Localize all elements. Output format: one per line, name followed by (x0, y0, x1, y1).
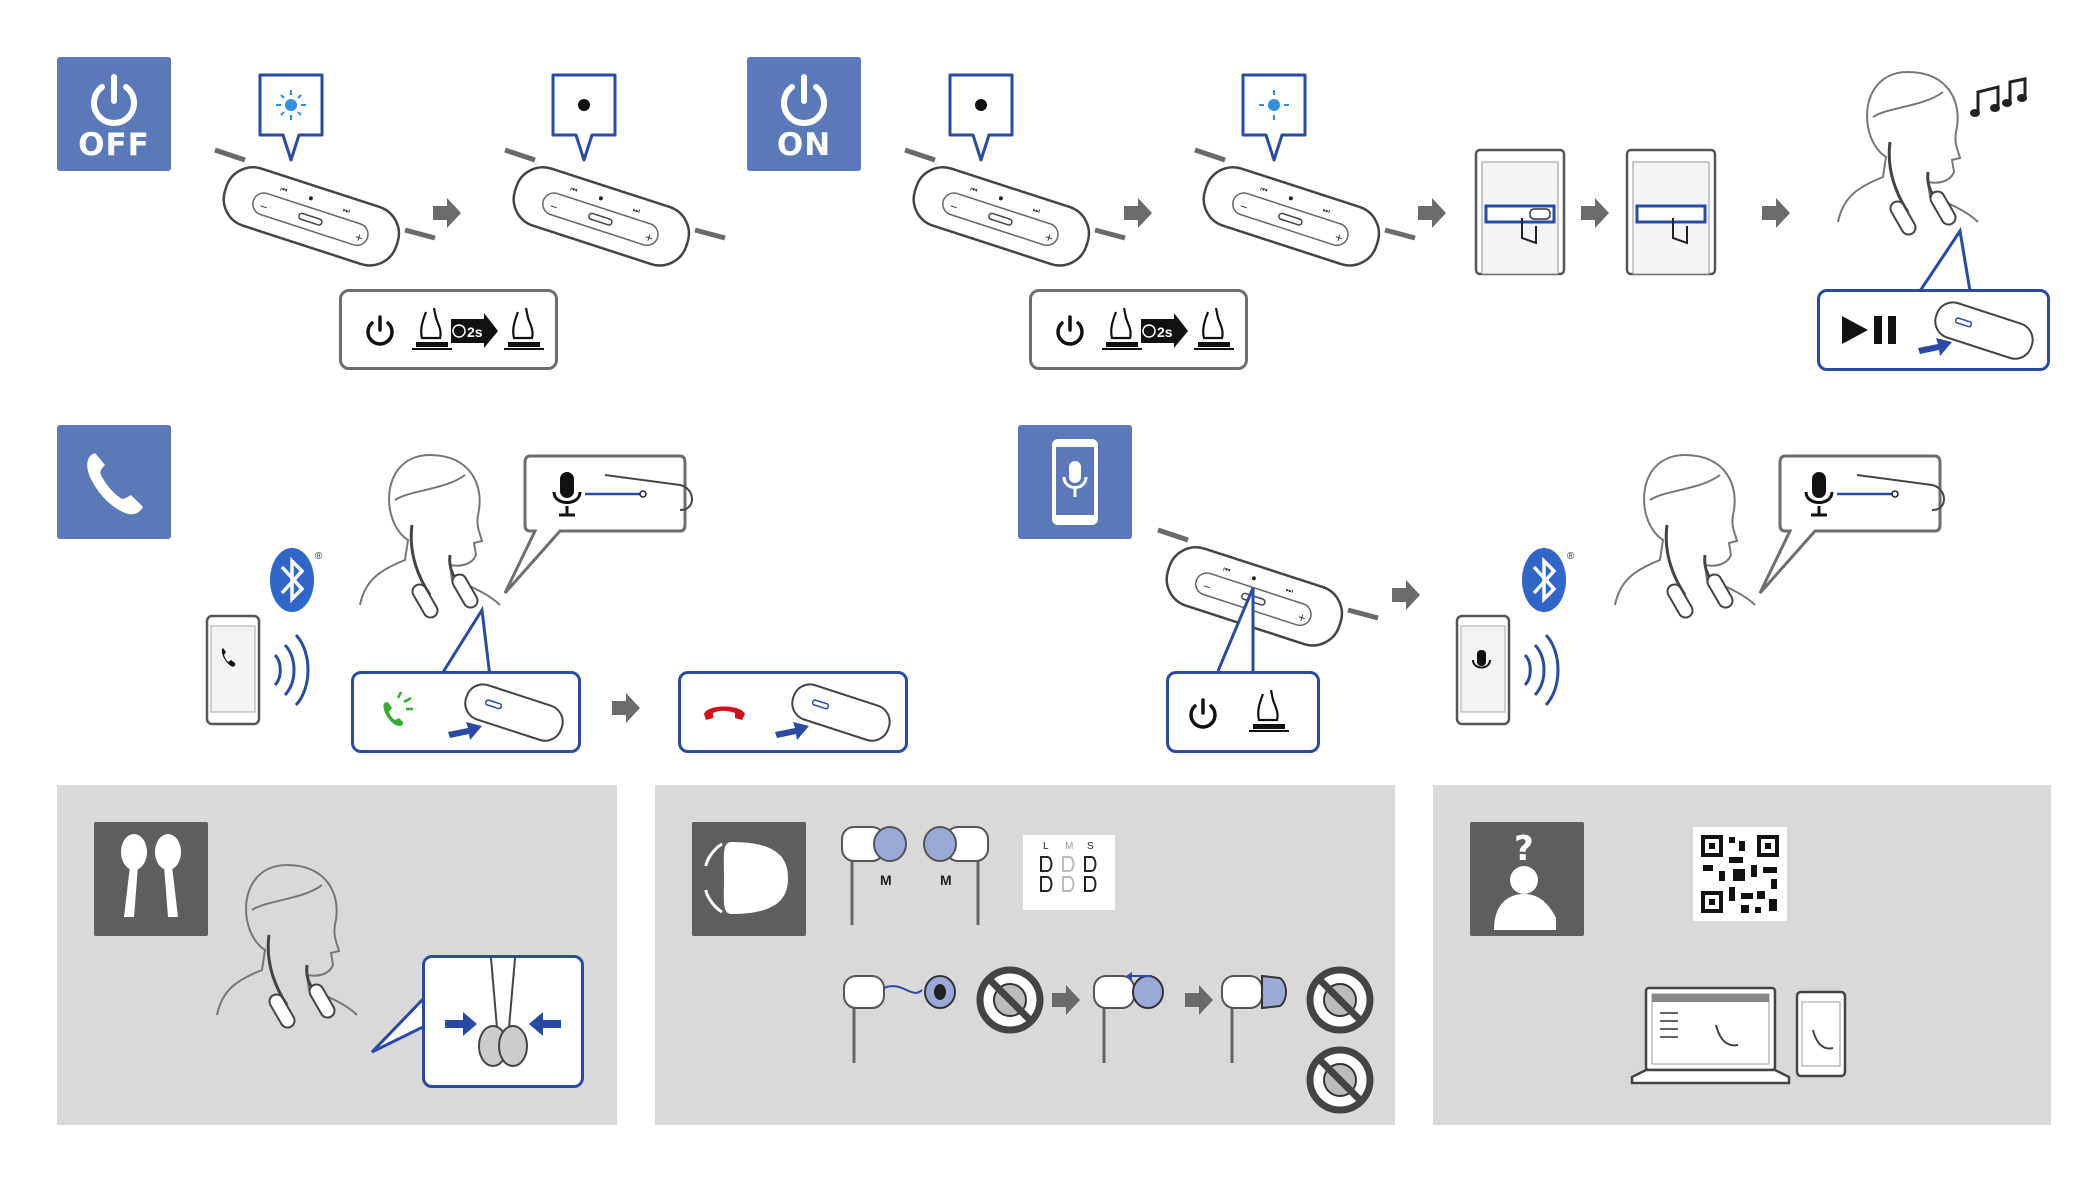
help-person-icon: ? (1470, 822, 1584, 936)
smartphone-pairing-screen (1474, 148, 1569, 278)
hold-duration-label: 2s (467, 324, 483, 340)
magnetic-earbuds-panel (57, 785, 617, 1125)
hand-press-icon (1249, 686, 1289, 736)
eartip-attach-step (1092, 970, 1192, 1065)
eartip-removal-step (842, 970, 982, 1065)
power-off-instruction-box: 2s (339, 289, 558, 370)
earbud-pair-medium: M M (840, 825, 1000, 935)
power-on-label: ON (747, 127, 861, 163)
remote-control (472, 680, 592, 750)
arrow-icon (1762, 198, 1792, 228)
arrow-icon (1581, 198, 1611, 228)
prohibited-icon (975, 965, 1045, 1035)
laptop-icon (1628, 985, 1793, 1090)
svg-text:®: ® (1567, 551, 1575, 562)
eartip-size-chart: L M S (1023, 835, 1115, 910)
size-header-s: S (1087, 841, 1094, 852)
size-label-right: M (940, 872, 952, 888)
mic-pointer-line (1837, 470, 1957, 520)
end-call-box (678, 671, 908, 753)
mic-pointer-line (585, 470, 705, 520)
arrow-icon (1185, 985, 1215, 1015)
arrow-icon (612, 693, 642, 723)
eartip-tile (692, 822, 806, 936)
svg-text:®: ® (315, 551, 323, 562)
led-blinking-callout (1240, 72, 1310, 162)
size-header-l: L (1043, 841, 1049, 852)
hand-press-icon (1102, 304, 1142, 354)
remote-control (1195, 160, 1425, 280)
eartip-icon (692, 822, 806, 936)
power-on-tile: ON (747, 57, 861, 171)
arrow-icon (433, 198, 463, 228)
voice-assistant-box (1166, 671, 1320, 753)
hand-release-icon (504, 304, 544, 354)
eartip-panel: M M L M S (655, 785, 1395, 1125)
microphone-icon (548, 470, 588, 525)
phone-call-tile (57, 425, 171, 539)
remote-control (1942, 298, 2062, 368)
smartphone-connect-screen (1625, 148, 1720, 278)
power-icon (360, 309, 400, 349)
answer-call-icon (374, 688, 424, 738)
signal-waves-icon (270, 630, 320, 710)
qr-code-icon (1693, 827, 1787, 921)
answer-call-box (351, 671, 581, 753)
help-panel: ? (1433, 785, 2051, 1125)
magnet-callout-box (422, 955, 584, 1088)
smartphone-voice-assistant (1455, 614, 1515, 729)
qr-code (1693, 827, 1787, 921)
earbuds-icon (94, 822, 208, 936)
arrow-icon (1418, 198, 1448, 228)
arrow-icon (1052, 985, 1082, 1015)
remote-control (215, 160, 445, 280)
earbuds-tile (94, 822, 208, 936)
led-off-callout (550, 72, 620, 162)
prohibited-icon (1305, 965, 1375, 1035)
power-off-tile: OFF (57, 57, 171, 171)
bluetooth-icon: ® (1520, 545, 1580, 615)
help-tile: ? (1470, 822, 1584, 936)
hold-duration-label: 2s (1157, 324, 1173, 340)
arrow-icon (1392, 580, 1422, 610)
remote-control (799, 680, 919, 750)
end-call-icon (699, 692, 759, 732)
arrow-icon (1124, 198, 1154, 228)
led-off-callout (947, 72, 1017, 162)
remote-control (905, 160, 1135, 280)
size-header-m: M (1065, 841, 1073, 852)
bluetooth-icon: ® (268, 545, 328, 615)
prohibited-icon (1305, 1045, 1375, 1115)
question-mark: ? (1514, 829, 1534, 869)
power-on-instruction-box: 2s (1029, 289, 1248, 370)
led-blinking-callout (257, 72, 327, 162)
power-off-label: OFF (57, 127, 171, 163)
earbuds-attach-icon (425, 958, 581, 1085)
remote-control (505, 160, 735, 280)
power-icon (1183, 692, 1223, 732)
timer-icon: 2s (450, 315, 500, 345)
remote-control (1158, 540, 1388, 660)
va-callout-pointer (1213, 583, 1273, 673)
timer-icon: 2s (1140, 315, 1190, 345)
microphone-icon (1800, 470, 1840, 525)
smartphone-incoming-call (205, 614, 265, 729)
hand-release-icon (1194, 304, 1234, 354)
music-notes-icon (1970, 77, 2030, 127)
play-pause-icon (1838, 310, 1908, 350)
power-icon (1050, 309, 1090, 349)
hand-press-icon (412, 304, 452, 354)
voice-assistant-tile (1018, 425, 1132, 539)
play-pause-box (1817, 289, 2050, 371)
smartphone-icon (1795, 990, 1850, 1080)
phone-icon (57, 425, 171, 539)
signal-waves-icon (1520, 630, 1570, 710)
size-label-left: M (880, 872, 892, 888)
smartphone-microphone-icon (1018, 425, 1132, 539)
